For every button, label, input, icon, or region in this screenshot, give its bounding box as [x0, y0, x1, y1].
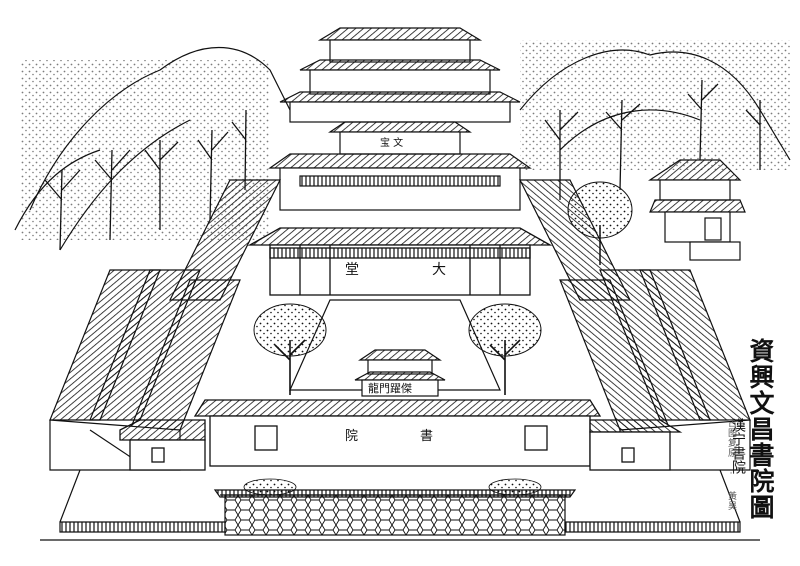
great-hall-plaque-right: 大	[432, 262, 446, 278]
outer-wall	[40, 469, 760, 541]
right-trees	[544, 79, 761, 200]
gate-tower-plaque: 龍門躍傑	[368, 381, 412, 395]
top-hall-plaque: 宝 文	[380, 136, 403, 149]
great-hall	[247, 227, 553, 296]
great-hall-plaque-left: 堂	[345, 262, 359, 278]
right-foliage	[520, 40, 790, 170]
shrub-left	[243, 478, 297, 496]
courtyard-tree-right	[468, 303, 542, 395]
shrub-right	[488, 478, 542, 496]
courtyard-tree-left	[253, 303, 327, 395]
front-gate-wall	[119, 399, 683, 471]
gate-tower	[354, 349, 446, 397]
courtyard	[289, 299, 501, 391]
gate-plaque-left: 院	[345, 429, 358, 444]
academy-subtitle: 漢宁書院	[730, 418, 746, 474]
left-trees	[44, 109, 247, 251]
right-pavilion	[648, 159, 746, 261]
title-block: 資興文昌書院圖 古图复原 · 黃昊	[725, 338, 778, 538]
map-title: 資興文昌書院圖	[746, 338, 775, 520]
top-hall-complex	[268, 27, 532, 211]
gate-plaque-right: 書	[420, 429, 433, 444]
reconstruction-credit: 古图复原 · 黃昊	[726, 418, 736, 511]
screen-wall	[213, 489, 577, 536]
